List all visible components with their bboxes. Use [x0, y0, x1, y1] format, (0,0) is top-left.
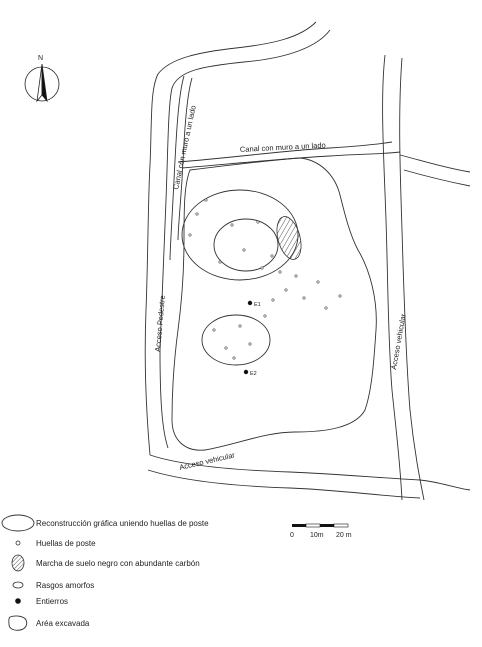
legend-item-amorphous: Rasgos amorfos — [0, 575, 94, 595]
scale-bar: 0 10m 20 m — [288, 520, 368, 550]
small-circle-icon — [0, 533, 36, 553]
label-canal-horizontal: Canal con muro a un lado — [240, 141, 326, 154]
burial-e2: E2 — [243, 369, 257, 377]
label-acceso-vehicular-right: Acceso vehicular — [389, 312, 408, 370]
legend: Reconstrucción gráfica uniendo huellas d… — [0, 505, 300, 645]
terrain-lines — [144, 21, 471, 501]
north-arrow-icon: N — [24, 55, 60, 103]
small-oval-icon — [0, 575, 36, 595]
legend-item-charcoal: Marcha de suelo negro con abundante carb… — [0, 553, 200, 573]
label-canal-vertical: Canal con muro a un lado — [171, 105, 198, 191]
post-holes — [188, 198, 342, 360]
site-map: N E1 E2 Ca — [24, 21, 471, 501]
scale-zero: 0 — [290, 532, 294, 539]
legend-item-post-holes: Huellas de poste — [0, 533, 96, 553]
charcoal-soil-patch — [276, 216, 302, 260]
label-acceso-pedestre: Acceso Pedestre — [153, 295, 167, 352]
burial-e1: E1 — [247, 300, 261, 308]
legend-item-burials: Entierros — [0, 591, 68, 611]
scale-mid: 10m — [310, 532, 324, 539]
legend-item-excavated: Aréa excavada — [0, 613, 89, 633]
reconstruction-ellipse-inner — [213, 218, 279, 272]
legend-item-reconstruction: Reconstrucción gráfica uniendo huellas d… — [0, 513, 209, 533]
excavated-area-outline — [171, 157, 377, 451]
scale-end: 20 m — [336, 532, 352, 539]
hatched-ellipse-icon — [0, 553, 36, 573]
blob-outline-icon — [0, 613, 36, 633]
reconstruction-ellipse-small — [201, 314, 271, 366]
svg-text:E2: E2 — [250, 371, 257, 377]
svg-text:E1: E1 — [254, 302, 261, 308]
filled-dot-icon — [0, 591, 36, 611]
north-label: N — [38, 55, 43, 62]
ellipse-outline-icon — [0, 513, 36, 533]
